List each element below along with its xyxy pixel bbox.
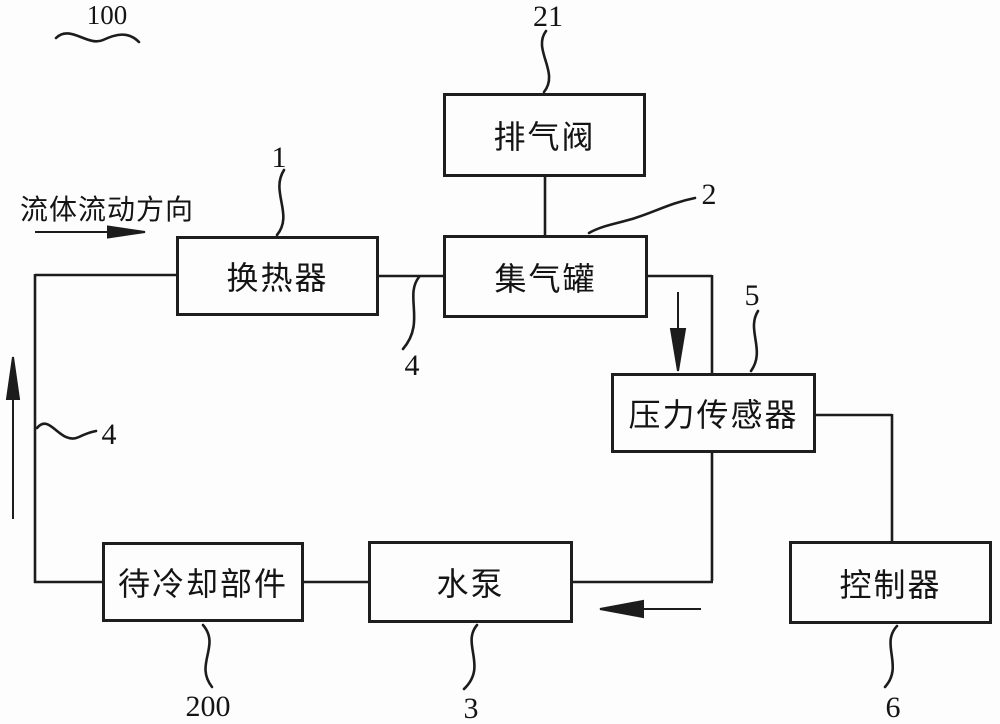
box-water-pump-label: 水泵 bbox=[436, 566, 505, 602]
box-heat-exchanger-label: 换热器 bbox=[226, 260, 329, 296]
leader-5 bbox=[749, 309, 760, 373]
flow-direction-caption: 流体流动方向 bbox=[20, 195, 195, 226]
box-gas-collector-label: 集气罐 bbox=[494, 260, 597, 297]
box-heat-exchanger: 换热器 bbox=[176, 236, 379, 316]
ref-label-4-top: 4 bbox=[404, 349, 420, 382]
ref-label-3: 3 bbox=[463, 692, 479, 724]
box-water-pump: 水泵 bbox=[368, 541, 573, 623]
box-pressure-sensor: 压力传感器 bbox=[611, 373, 816, 453]
box-gas-collector: 集气罐 bbox=[443, 235, 648, 318]
box-controller: 控制器 bbox=[789, 541, 992, 624]
flow-arrow-right-icon bbox=[35, 225, 146, 239]
ref-label-2: 2 bbox=[701, 178, 717, 211]
leader-21 bbox=[540, 29, 551, 94]
leader-2 bbox=[587, 196, 697, 235]
leader-1 bbox=[275, 168, 286, 237]
leader-6 bbox=[883, 624, 899, 689]
leader-100 bbox=[54, 32, 141, 44]
ref-label-21: 21 bbox=[533, 0, 563, 33]
ref-label-200: 200 bbox=[185, 690, 231, 723]
ref-label-1: 1 bbox=[271, 141, 287, 174]
box-controller-label: 控制器 bbox=[839, 566, 942, 603]
box-pressure-sensor-label: 压力传感器 bbox=[628, 397, 799, 433]
ref-label-5: 5 bbox=[744, 279, 760, 312]
leader-4-top bbox=[401, 275, 421, 351]
box-component-to-cool: 待冷却部件 bbox=[102, 542, 304, 622]
flow-arrow-down-icon bbox=[669, 292, 687, 372]
flow-arrow-left-icon bbox=[599, 599, 701, 619]
flow-arrow-up-icon bbox=[5, 356, 21, 519]
leader-3 bbox=[462, 623, 479, 691]
box-exhaust-valve: 排气阀 bbox=[443, 93, 646, 177]
leader-4-left bbox=[35, 422, 98, 440]
ref-label-4-left: 4 bbox=[101, 418, 117, 451]
ref-label-100: 100 bbox=[86, 0, 128, 30]
box-exhaust-valve-label: 排气阀 bbox=[493, 119, 596, 155]
ref-label-6: 6 bbox=[885, 691, 901, 724]
box-component-to-cool-label: 待冷却部件 bbox=[117, 566, 288, 602]
leader-200 bbox=[201, 623, 214, 689]
